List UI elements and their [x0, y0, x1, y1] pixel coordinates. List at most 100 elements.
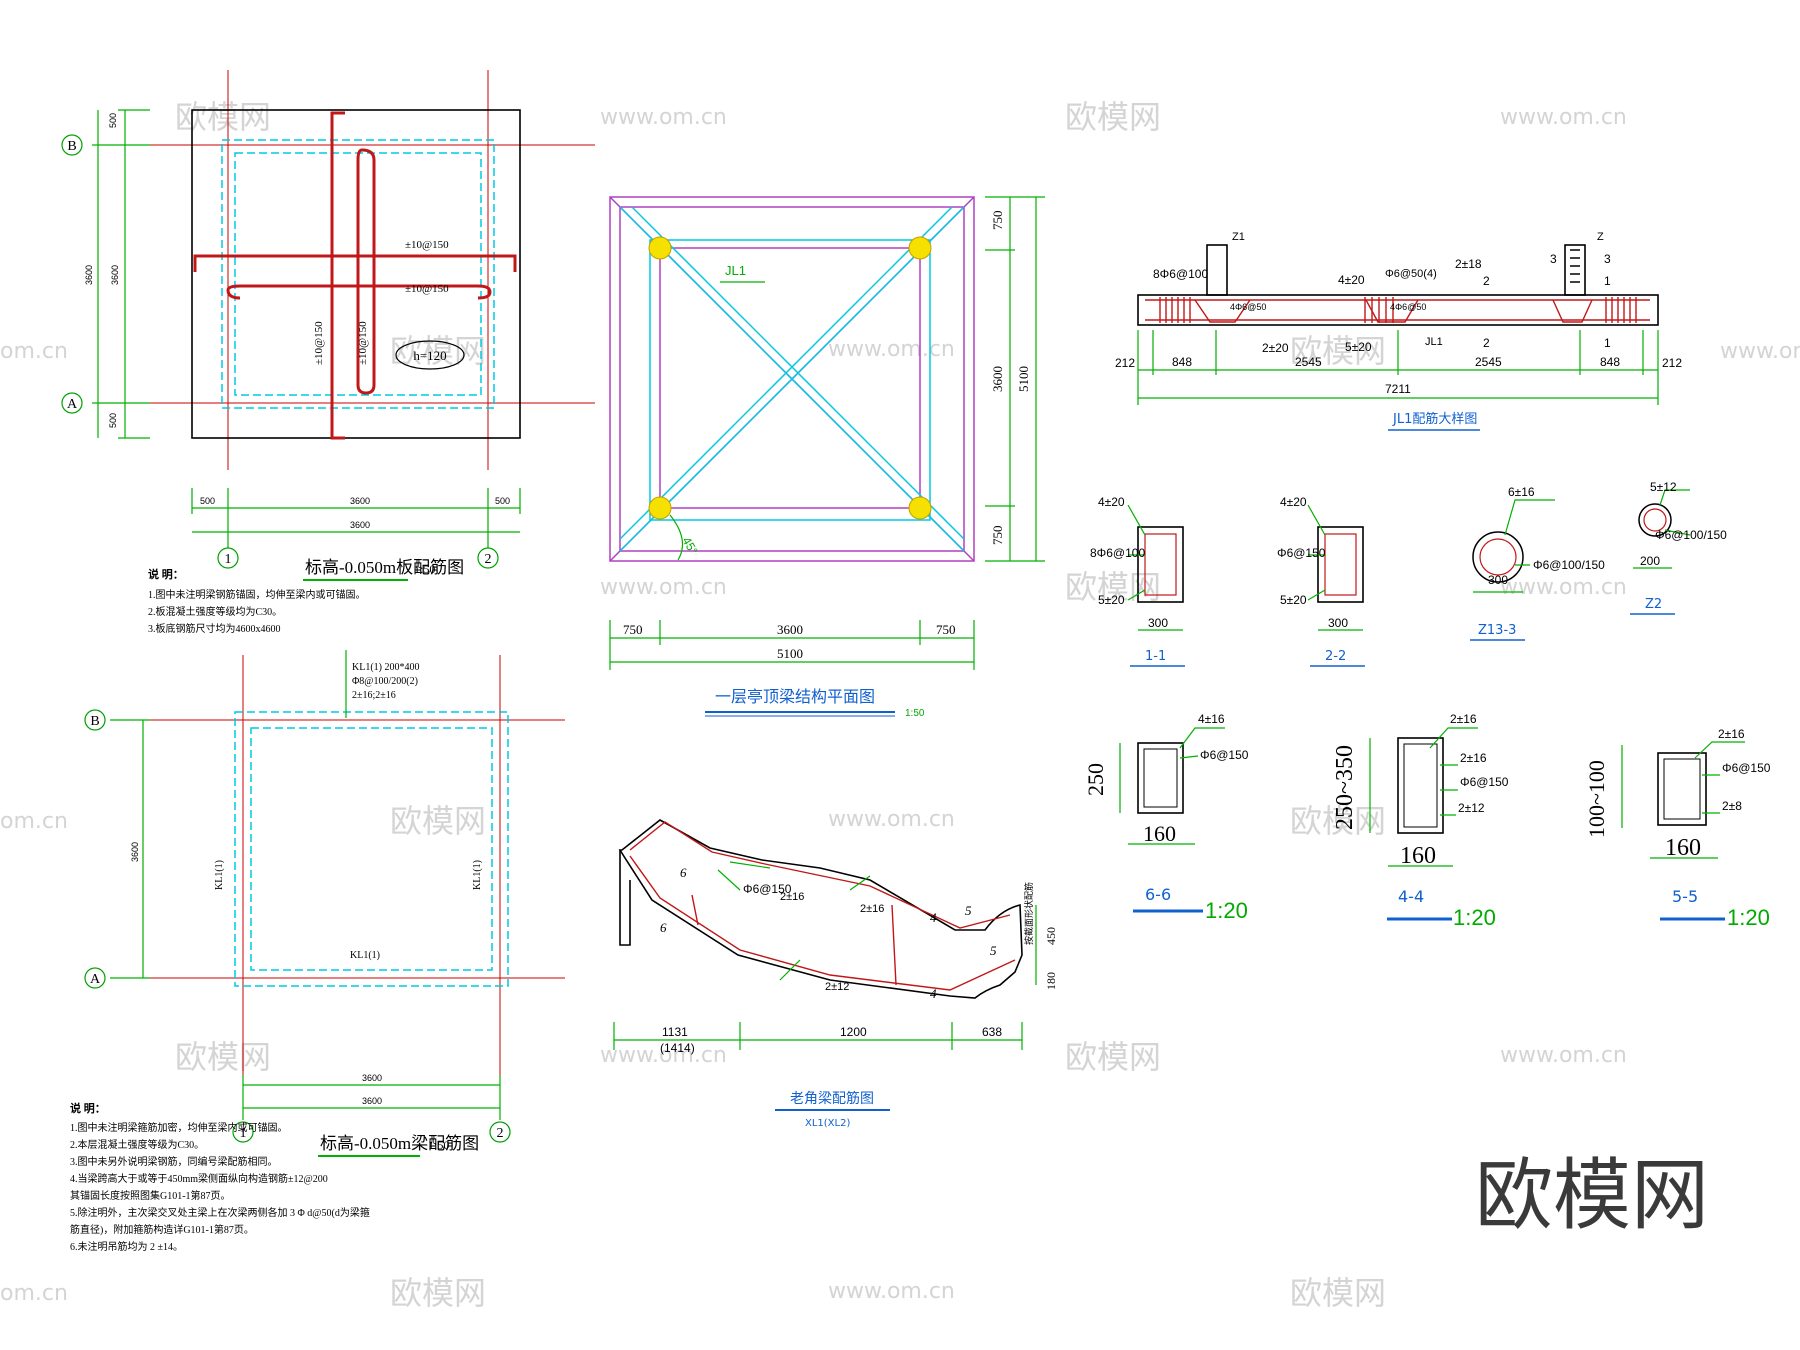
axis-label-2: 2	[497, 1126, 504, 1141]
dim-bot-total: 3600	[362, 1096, 382, 1106]
watermark-brand: 欧模网	[175, 1038, 271, 1076]
s55-scale: 1:20	[1727, 905, 1770, 930]
axis-bubble-b	[61, 134, 83, 156]
s66-stirrup-label: Φ6@150	[1200, 748, 1249, 762]
axis-bubble-1	[217, 547, 239, 569]
column-marker	[648, 236, 672, 260]
dim-mid: 1200	[840, 1025, 867, 1039]
z13-title: Z13-3	[1478, 623, 1516, 638]
beam-note-line-5: 其锚固长度按照图集G101-1第87页。	[70, 1189, 231, 1202]
leaders	[1307, 504, 1326, 601]
s44-stirrup	[1403, 743, 1438, 828]
leaders	[1504, 499, 1555, 566]
watermark-site: www.om.cn	[828, 1279, 955, 1304]
section-1-1-outline	[1137, 526, 1184, 603]
s11-top: 4±20	[1098, 495, 1125, 509]
s11-stirrup: 8Φ6@100	[1090, 546, 1145, 560]
corner-beam-detail: Φ6@150 2±16 2±16 2±12 6 6 4 4 5 5 按截面形状配…	[613, 819, 1058, 1129]
beam-outline-inner	[250, 727, 493, 971]
watermark-brand: 欧模网	[1290, 1274, 1386, 1312]
watermark-site: www.om.cn	[828, 807, 955, 832]
dim-right-top: 750	[990, 211, 1005, 231]
s22-bottom: 5±20	[1280, 593, 1307, 607]
slab-notes-heading: 说 明：	[148, 567, 184, 581]
leaders	[717, 861, 871, 981]
lbl-stirrup-end: 8Φ6@100	[1153, 267, 1208, 281]
axis-label-a: A	[67, 397, 78, 412]
sec-mark-3: 3	[1550, 252, 1557, 266]
diag-beam-2	[619, 206, 965, 552]
angle-arc	[669, 514, 684, 561]
lbl-bot: 2±12	[825, 981, 849, 993]
beam-plan-scale: 1:50	[428, 1138, 449, 1152]
beam-note-3: 2±16;2±16	[352, 690, 396, 701]
slab-reinforcement-plan: ±10@150 ±10@150 ±10@150 ±10@150 h=120 50…	[61, 70, 595, 635]
s55-height: 100~100	[1584, 760, 1609, 838]
lbl-inner-mid: 4Φ6@50	[1390, 302, 1426, 312]
column-ladder	[1570, 249, 1580, 283]
s66-title: 6-6	[1145, 885, 1171, 904]
beam-notes-heading: 说 明：	[70, 1101, 106, 1115]
s11-bottom: 5±20	[1098, 593, 1125, 607]
s44-top: 2±16	[1450, 712, 1477, 726]
lbl-hanger: 2±18	[1455, 257, 1482, 271]
stirrups-left	[1159, 297, 1191, 323]
s44-title: 4-4	[1398, 887, 1424, 906]
dim-left: 3600	[130, 842, 140, 862]
dim-bot-right: 500	[495, 496, 510, 506]
beam-plan-title: 标高-0.050m梁配筋图	[320, 1134, 479, 1153]
sections-row: 4±20 8Φ6@100 5±20 300 1-1 4±20 Φ6@150 5±…	[1090, 480, 1727, 667]
dim-180: 180	[1044, 972, 1058, 990]
wall-stub	[619, 850, 631, 946]
angle-label: 45°	[679, 535, 700, 558]
axis-bubble-a	[84, 967, 106, 989]
s11-title: 1-1	[1145, 649, 1166, 664]
watermark-site: www.om.cn	[1500, 575, 1627, 600]
s22-width: 300	[1328, 616, 1348, 630]
stirrups-mid	[1364, 297, 1394, 323]
axis-label-1: 1	[225, 552, 232, 567]
watermark-brand: 欧模网	[390, 802, 486, 840]
watermark-layer: 欧模网 www.om.cn 欧模网 www.om.cn om.cn 欧模网 ww…	[0, 98, 1800, 1312]
corner-beam-title: 老角梁配筋图	[790, 1090, 874, 1107]
dim-bot-right: 750	[936, 622, 956, 637]
leaders	[1659, 489, 1691, 536]
sec-mark-2b: 2	[1483, 336, 1490, 350]
dim-bot-mid: 3600	[350, 496, 370, 506]
watermark-site: www.om.cn	[1500, 105, 1627, 130]
dim-left-alt: (1414)	[660, 1041, 695, 1055]
stirrups-right	[1605, 297, 1637, 323]
slab-plan-scale: 1:50	[414, 562, 435, 576]
dim-2: 848	[1172, 355, 1192, 369]
roof-outline-inner	[659, 247, 921, 509]
watermark-big-logo: 欧模网	[1475, 1151, 1709, 1241]
s66-outline	[1137, 742, 1184, 814]
jl1-detail-title: JL1配筋大样图	[1392, 411, 1477, 427]
s44-height: 250~350	[1332, 745, 1358, 830]
beam-note-line-4: 4.当梁跨高大于或等于450mm梁侧面纵向构造钢筋±12@200	[70, 1172, 328, 1185]
s44-scale: 1:20	[1453, 905, 1496, 930]
s55-bottom: 2±8	[1722, 799, 1742, 813]
slab-note-3: 3.板底钢筋尺寸均为4600x4600	[148, 622, 281, 635]
z13-stirrup-label: Φ6@100/150	[1533, 558, 1605, 572]
s55-outline	[1657, 752, 1707, 826]
s22-stirrup: Φ6@150	[1277, 546, 1326, 560]
dim-4: 2545	[1475, 355, 1502, 369]
watermark-site: www.om.cn	[600, 1043, 727, 1068]
bottom-rebar	[629, 855, 1016, 991]
axis-label-1: 1	[240, 1126, 247, 1141]
dim-bot-total: 3600	[350, 520, 370, 530]
watermark-site: www.om.cn	[600, 575, 727, 600]
dim-1: 212	[1115, 356, 1135, 370]
beam-tag-left: KL1(1)	[214, 860, 225, 890]
s11-width: 300	[1148, 616, 1168, 630]
slab-note-2: 2.板混凝土强度等级均为C30。	[148, 605, 282, 618]
dim-left-top: 500	[108, 113, 118, 128]
watermark-brand: 欧模网	[390, 332, 486, 370]
s44-outline	[1397, 737, 1444, 834]
beam-note-1: KL1(1) 200*400	[352, 662, 420, 673]
sec-mark-z2: Z	[1597, 231, 1604, 243]
slab-outline	[191, 109, 521, 439]
rebar-label-h2: ±10@150	[405, 283, 449, 295]
dim-bot-left: 750	[623, 622, 643, 637]
